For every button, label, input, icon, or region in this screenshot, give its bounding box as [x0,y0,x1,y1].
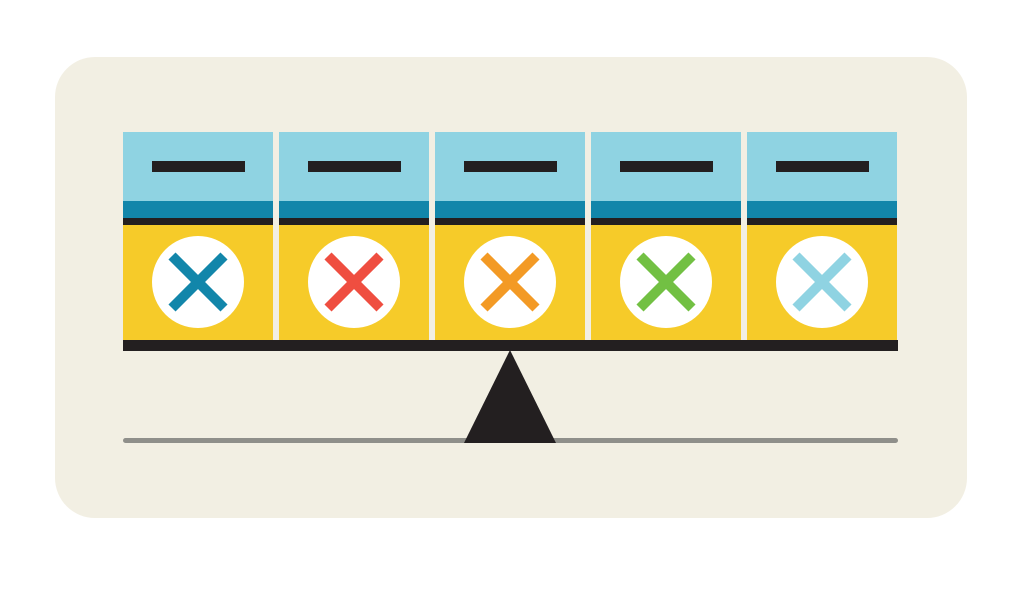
minus-icon [620,161,713,172]
card-band [747,201,897,218]
card-body [279,225,429,340]
card-divider [435,218,585,225]
fulcrum-triangle [464,350,556,443]
card-band [279,201,429,218]
seesaw-beam [123,340,898,351]
minus-icon [776,161,869,172]
card-band [123,201,273,218]
card [591,132,741,340]
card [279,132,429,340]
x-badge [308,236,400,328]
x-badge [776,236,868,328]
card-header [591,132,741,201]
card-header [279,132,429,201]
card-band [435,201,585,218]
minus-icon [464,161,557,172]
card-divider [747,218,897,225]
card-header [435,132,585,201]
card-body [123,225,273,340]
x-badge [464,236,556,328]
minus-icon [308,161,401,172]
card [123,132,273,340]
card-divider [279,218,429,225]
card-header [123,132,273,201]
card-band [591,201,741,218]
x-icon [168,252,228,312]
card [435,132,585,340]
card-body [747,225,897,340]
card-body [591,225,741,340]
x-badge [152,236,244,328]
card [747,132,897,340]
card-divider [591,218,741,225]
x-badge [620,236,712,328]
x-icon [480,252,540,312]
card-divider [123,218,273,225]
minus-icon [152,161,245,172]
x-icon [324,252,384,312]
card-body [435,225,585,340]
x-icon [636,252,696,312]
x-icon [792,252,852,312]
card-header [747,132,897,201]
